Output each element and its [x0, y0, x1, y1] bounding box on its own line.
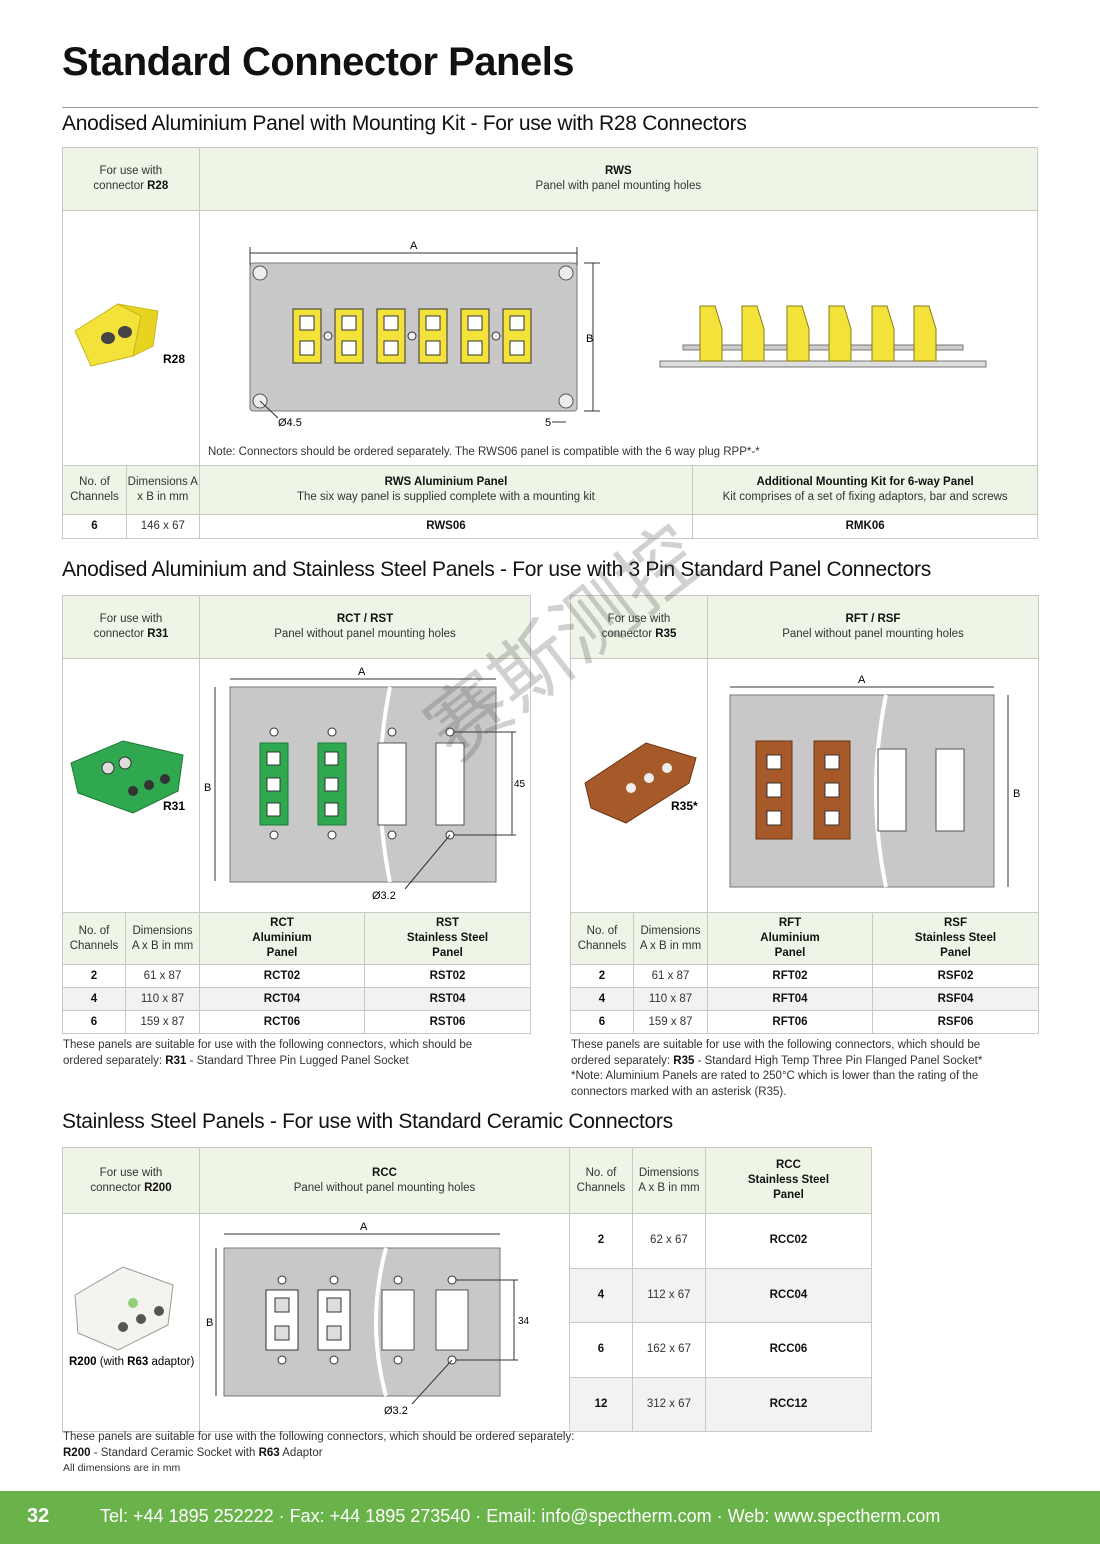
rws-panel-drawing: A [208, 240, 987, 458]
page-title: Standard Connector Panels [62, 40, 575, 84]
svg-text:Ø4.5: Ø4.5 [278, 417, 302, 429]
svg-text:A: A [410, 240, 418, 252]
channels-header: No. of Channels [62, 912, 126, 965]
r200-image-cell: R200 (with R63 adaptor) [62, 1213, 200, 1432]
rcc-note: These panels are suitable for use with t… [63, 1431, 575, 1474]
dims-header: Dimensions A x B in mm [125, 912, 200, 965]
r28-connector-image: R28 [74, 302, 186, 367]
page-number: 32 [27, 1505, 50, 1527]
svg-text:R35*: R35* [671, 799, 698, 813]
svg-text:B: B [206, 1317, 213, 1329]
svg-text:34: 34 [518, 1316, 530, 1327]
svg-text:A: A [360, 1221, 368, 1233]
table-row: R200 (with R63 adaptor) A B [62, 1213, 873, 1432]
r35-connector-image: R35* [584, 742, 698, 824]
rft-note: These panels are suitable for use with t… [571, 1039, 983, 1098]
r28-image-cell: R28 [62, 210, 200, 466]
rct-note: These panels are suitable for use with t… [63, 1039, 473, 1067]
footer-bar: 32 Tel: +44 1895 252222 · Fax: +44 1895 … [0, 1491, 1100, 1544]
channels-header: No. of Channels [570, 912, 634, 965]
svg-text:A: A [858, 674, 866, 686]
rcc-panel-drawing: A B 34 Ø3.2 [206, 1221, 530, 1417]
section-2-heading: Anodised Aluminium and Stainless Steel P… [62, 558, 931, 581]
rws-row-kit: RMK06 [692, 514, 1038, 539]
svg-text:5: 5 [545, 417, 551, 429]
svg-text:Ø3.2: Ø3.2 [372, 890, 396, 902]
rct-drawing-cell: A B 45 Ø3.2 [199, 658, 531, 913]
title-rule [62, 107, 1038, 108]
r200-connector-image: R200 (with R63 adaptor) [69, 1266, 194, 1368]
r31-connector-image: R31 [70, 740, 185, 814]
r28-label: R28 [163, 352, 185, 366]
section-1-heading: Anodised Aluminium Panel with Mounting K… [62, 112, 747, 135]
rws-note: Note: Connectors should be ordered separ… [208, 446, 760, 458]
svg-text:Ø3.2: Ø3.2 [384, 1405, 408, 1417]
svg-text:R200 (with R63 adaptor): R200 (with R63 adaptor) [69, 1356, 194, 1368]
r31-image-cell: R31 [62, 658, 200, 913]
dims-header: Dimensions A x B in mm [633, 912, 708, 965]
svg-text:B: B [204, 782, 211, 794]
svg-text:A: A [358, 666, 366, 678]
rws-drawing-cell: A [198, 210, 1039, 466]
rft-drawing-cell: A B [707, 658, 1039, 913]
rct-panel-drawing: A B 45 Ø3.2 [204, 666, 526, 902]
section-3-heading: Stainless Steel Panels - For use with St… [62, 1110, 673, 1133]
channels-header: No. of Channels [568, 1147, 633, 1214]
svg-text:B: B [586, 333, 593, 345]
rft-panel-drawing: A B [729, 674, 1020, 888]
rws-row-panel: RWS06 [198, 514, 694, 539]
dims-header: Dimensions A x B in mm [631, 1147, 706, 1214]
r35-image-cell: R35* [570, 658, 708, 913]
svg-text:45: 45 [514, 779, 526, 790]
svg-text:R31: R31 [163, 799, 185, 813]
svg-text:B: B [1013, 788, 1020, 800]
contact-info: Tel: +44 1895 252222 · Fax: +44 1895 273… [100, 1506, 941, 1526]
rcc-drawing-cell: A B 34 Ø3.2 [199, 1213, 570, 1432]
